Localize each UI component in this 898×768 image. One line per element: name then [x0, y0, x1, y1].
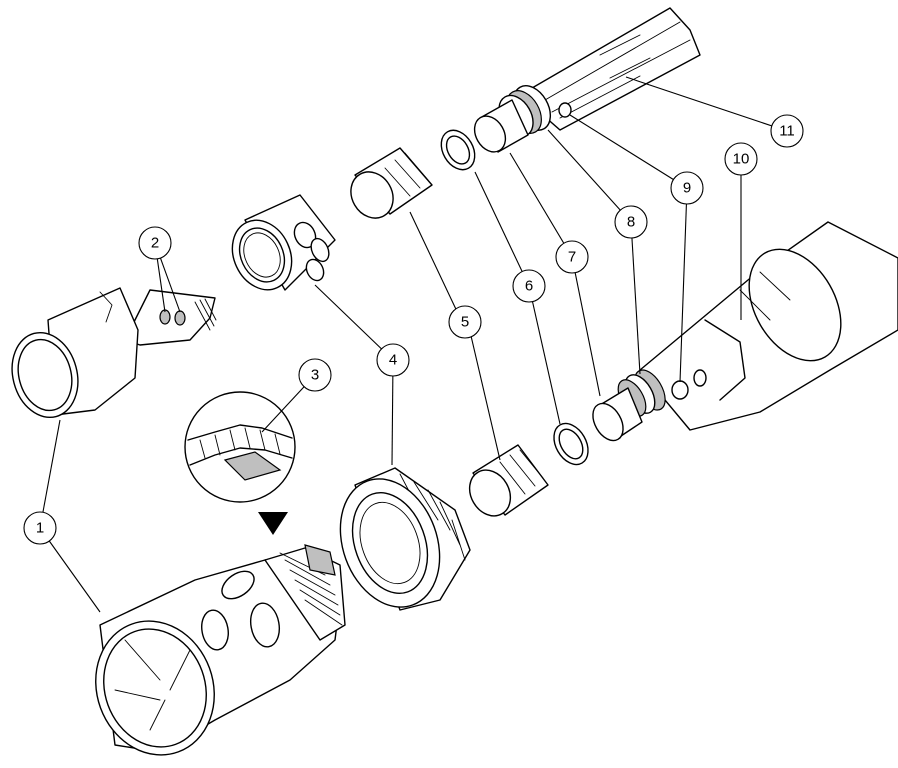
shroud-upper: [11, 287, 139, 419]
callout-3-label: 3: [311, 367, 319, 384]
nut-lower: [339, 467, 471, 611]
o-ring-lower: [553, 422, 589, 466]
callout-6: 6: [512, 269, 546, 303]
shroud-lower: [95, 544, 346, 756]
callout-5-upper-label: 5: [461, 314, 469, 331]
callout-2: 2: [138, 226, 172, 260]
clip-part: [124, 289, 217, 346]
leader-lines: [39, 76, 788, 613]
callout-5-upper: 5: [448, 305, 482, 339]
cap-upper: [350, 147, 433, 219]
callout-10-label: 10: [733, 151, 750, 168]
detail-magnifier: [184, 391, 296, 535]
callout-11-label: 11: [779, 123, 795, 140]
main-probe-body: [592, 221, 898, 442]
upper-probe-body: [473, 7, 701, 153]
callout-6-label: 6: [525, 278, 533, 295]
callout-8: 8: [614, 205, 648, 239]
callout-3: 3: [298, 358, 332, 392]
callout-1: 1: [23, 511, 57, 545]
collar-upper: [231, 194, 336, 291]
callout-4-label: 4: [389, 352, 397, 369]
callout-9-label: 9: [683, 180, 691, 197]
o-ring-upper: [440, 129, 476, 171]
callout-1-label: 1: [36, 520, 44, 537]
callout-11: 11: [770, 114, 804, 148]
callout-8-label: 8: [627, 214, 635, 231]
callout-7: 7: [555, 240, 589, 274]
callout-4: 4: [376, 343, 410, 377]
cap-lower: [468, 444, 549, 517]
callout-10: 10: [724, 142, 758, 176]
callout-7-label: 7: [568, 249, 576, 266]
callout-2-label: 2: [151, 235, 159, 252]
callout-9: 9: [670, 171, 704, 205]
